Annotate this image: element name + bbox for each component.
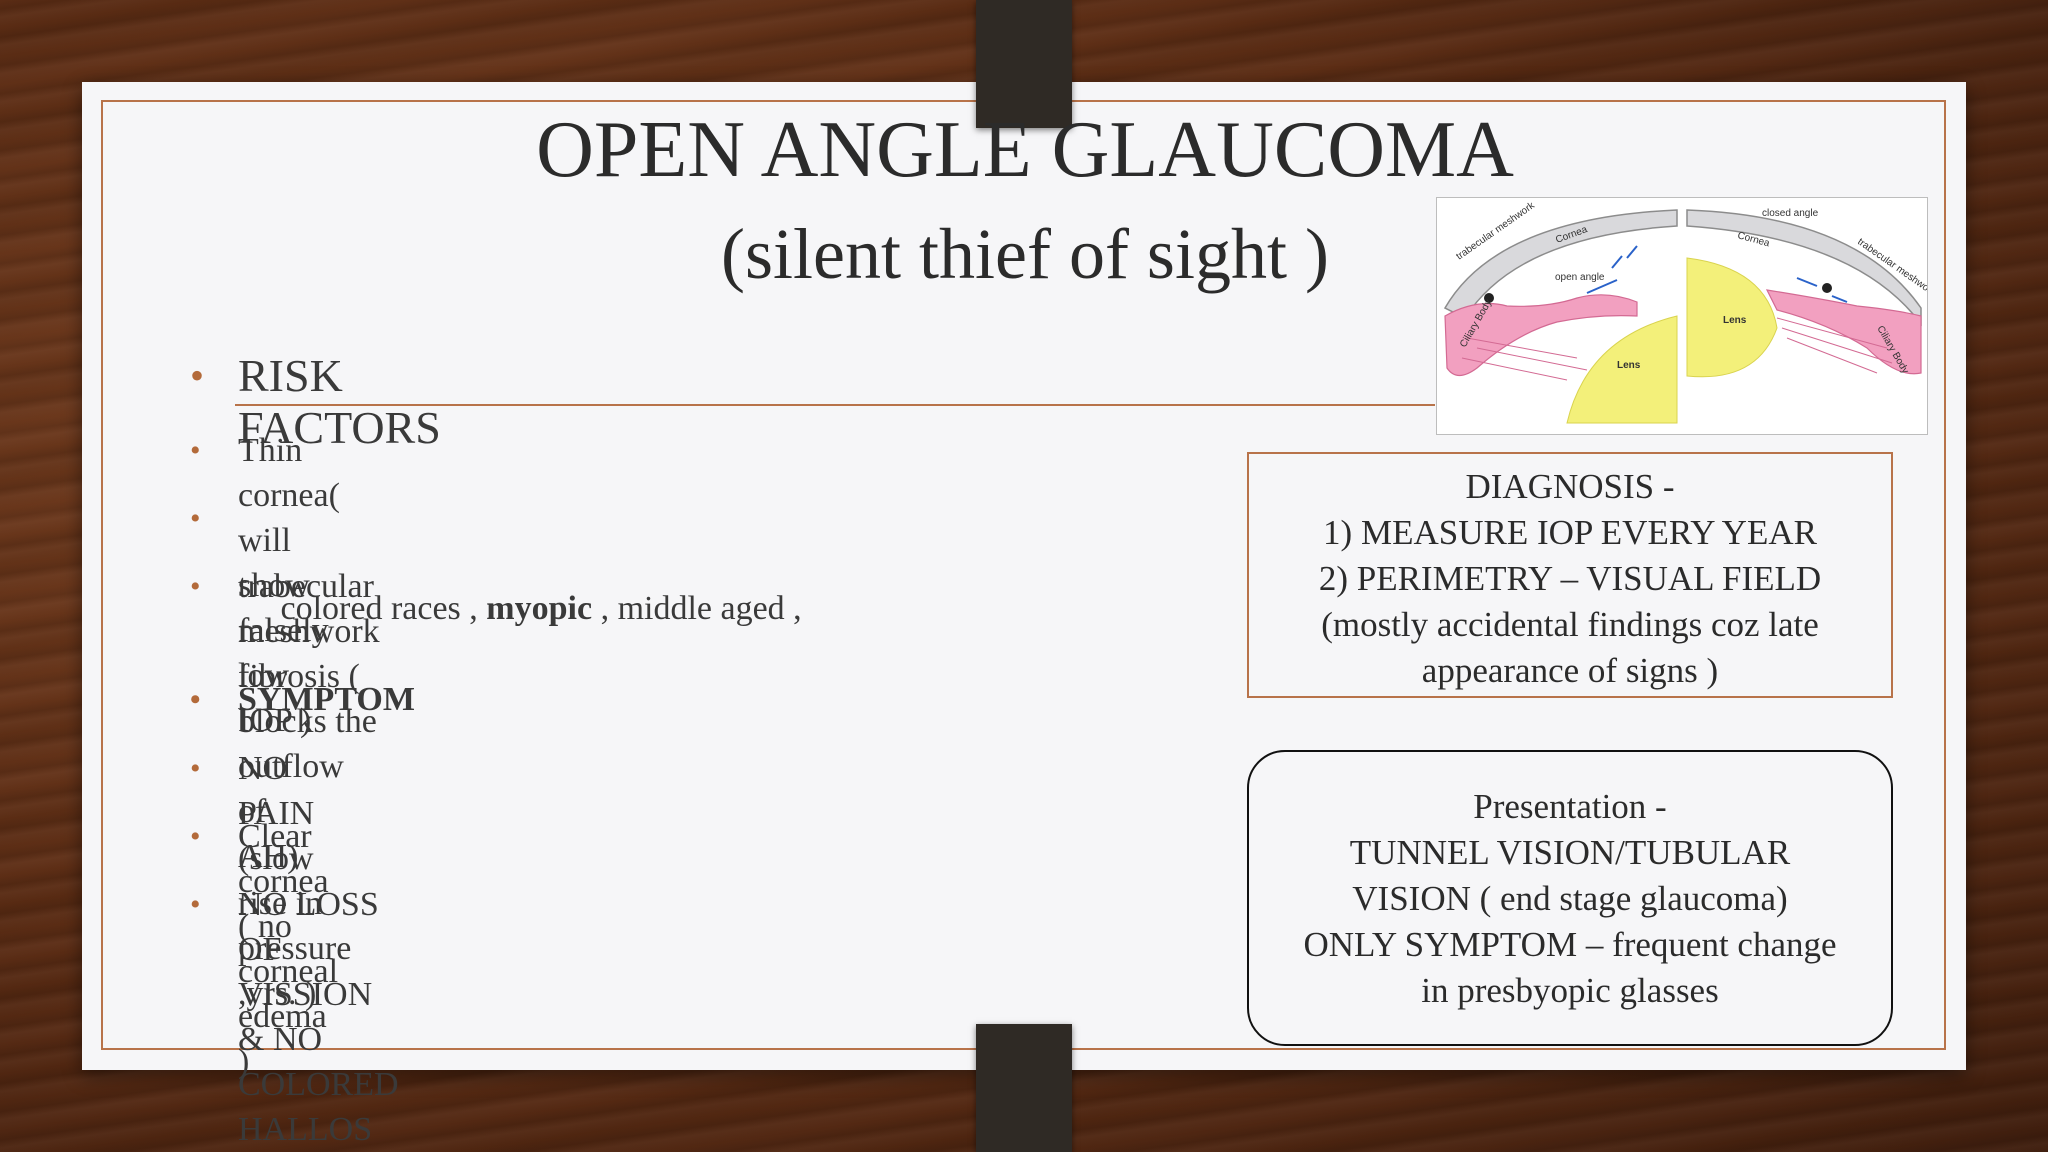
label-lens-left: Lens bbox=[1617, 360, 1641, 371]
zonule-fibers-left bbox=[1461, 337, 1588, 381]
diagnosis-line-3: 2) PERIMETRY – VISUAL FIELD bbox=[1318, 559, 1822, 598]
presentation-line-2: TUNNEL VISION/TUBULAR bbox=[1349, 833, 1791, 872]
bullet-dot-icon: • bbox=[190, 570, 201, 603]
bullet-item-5: • Clear cornea ( no corneal edema ) bbox=[190, 814, 339, 1084]
ciliary-body-right-shape bbox=[1765, 289, 1922, 375]
label-lens-right: Lens bbox=[1723, 315, 1747, 326]
bullet-text: Thin cornea( will show falsely low IOP ) bbox=[238, 432, 340, 739]
aqueous-flow-arrows-left bbox=[1586, 245, 1638, 294]
presentation-line-4: ONLY SYMPTOM – frequent change bbox=[1303, 925, 1837, 964]
bullet-bold-text: myopic bbox=[486, 590, 593, 627]
bullet-dot-icon: • bbox=[190, 752, 201, 785]
trabecular-meshwork-right-marker bbox=[1822, 283, 1832, 293]
aqueous-flow-arrows-right bbox=[1796, 277, 1848, 303]
binder-clip-top bbox=[976, 0, 1072, 128]
bullet-item-6: • NO LOSS OF VISSION & NO COLORED HALLOS bbox=[190, 882, 399, 1152]
lens-left-shape bbox=[1566, 315, 1678, 424]
eye-angle-diagram-svg: trabecular meshwork Cornea open angle Ci… bbox=[1443, 198, 1927, 434]
bullet-item-4: • NO PAIN (slow rise in pressure ,yrs. ) bbox=[190, 746, 352, 1016]
risk-factors-heading: RISK FACTORS bbox=[238, 350, 441, 453]
zonule-fibers-right bbox=[1776, 317, 1893, 374]
binder-clip-bottom bbox=[976, 1024, 1072, 1152]
presentation-line-1: Presentation - bbox=[1473, 787, 1667, 826]
slide-subtitle: (silent thief of sight ) bbox=[721, 214, 1329, 294]
bullet-symptom: • SYMPTOM bbox=[190, 677, 415, 722]
bullet-dot-icon: • bbox=[190, 820, 201, 853]
risk-factors-underline bbox=[235, 404, 1435, 406]
bullet-dot-icon: • bbox=[190, 683, 201, 716]
bullet-text-line2: AH) bbox=[238, 838, 299, 875]
bullet-text: , middle aged , bbox=[592, 590, 802, 627]
bullet-text: NO LOSS OF VISSION & NO COLORED HALLOS bbox=[238, 886, 399, 1148]
trabecular-meshwork-left-marker bbox=[1484, 293, 1494, 303]
presentation-line-5: in presbyopic glasses bbox=[1421, 971, 1719, 1010]
diagnosis-line-5: appearance of signs ) bbox=[1421, 651, 1719, 690]
diagnosis-line-2: 1) MEASURE IOP EVERY YEAR bbox=[1323, 513, 1817, 552]
bullet-item-2: • colored races , myopic , middle aged , bbox=[190, 496, 802, 676]
ciliary-body-left-shape bbox=[1444, 294, 1638, 377]
bullet-dot-icon: • bbox=[190, 434, 201, 467]
presentation-box: Presentation - TUNNEL VISION/TUBULAR VIS… bbox=[1247, 750, 1893, 1046]
diagnosis-box: DIAGNOSIS - 1) MEASURE IOP EVERY YEAR 2)… bbox=[1247, 452, 1893, 698]
bullet-risk-factors: • RISK FACTORS bbox=[190, 350, 441, 454]
symptom-heading: SYMPTOM bbox=[238, 681, 415, 718]
bullet-dot-icon: • bbox=[190, 502, 201, 535]
diagnosis-line-4: (mostly accidental findings coz late bbox=[1321, 605, 1819, 644]
diagnosis-line-1: DIAGNOSIS - bbox=[1465, 467, 1675, 506]
bullet-item-3: • trabecular meshwork fibrosis ( blocks … bbox=[190, 564, 380, 879]
slide-title: OPEN ANGLE GLAUCOMA bbox=[536, 106, 1514, 194]
bullet-text: Clear cornea ( no corneal edema ) bbox=[238, 818, 339, 1080]
bullet-text-line1: trabecular meshwork fibrosis ( blocks th… bbox=[238, 568, 380, 830]
bullet-item-1: • Thin cornea( will show falsely low IOP… bbox=[190, 428, 340, 743]
presentation-line-3: VISION ( end stage glaucoma) bbox=[1352, 879, 1788, 918]
bullet-dot-icon: • bbox=[190, 353, 205, 398]
label-open-angle: open angle bbox=[1555, 272, 1605, 283]
bullet-text: colored races , bbox=[272, 590, 487, 627]
label-closed-angle: closed angle bbox=[1762, 208, 1819, 219]
lens-right-shape bbox=[1686, 257, 1778, 378]
bullet-text: NO PAIN (slow rise in pressure ,yrs. ) bbox=[238, 750, 352, 1012]
bullet-dot-icon: • bbox=[190, 888, 201, 921]
eye-angle-diagram: trabecular meshwork Cornea open angle Ci… bbox=[1436, 197, 1928, 435]
